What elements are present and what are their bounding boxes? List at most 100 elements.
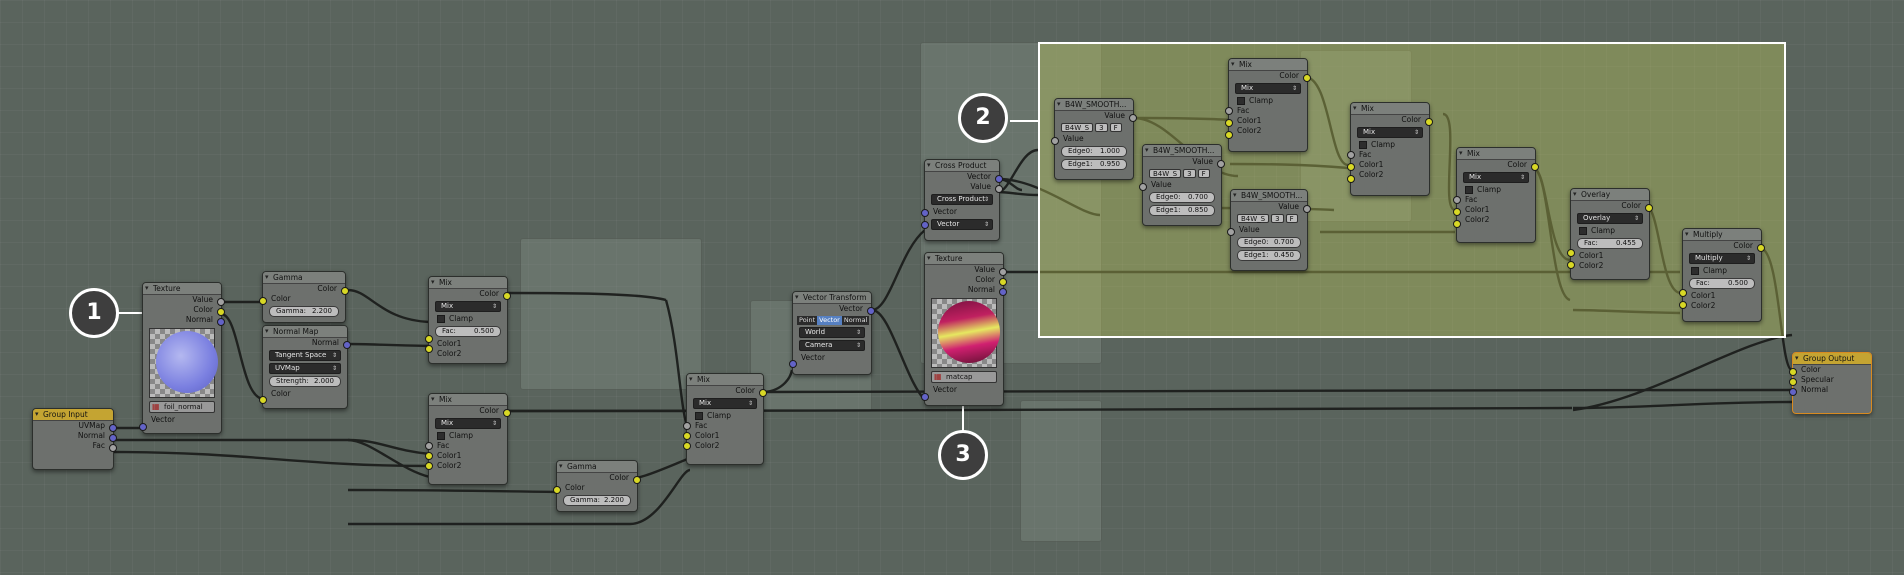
- socket[interactable]: [109, 444, 117, 452]
- blend-mode-select[interactable]: Mix: [435, 418, 501, 429]
- socket[interactable]: [341, 287, 349, 295]
- convert-to-select[interactable]: Camera: [799, 340, 865, 351]
- vector-input-select[interactable]: Vector: [931, 219, 993, 230]
- edge1-field[interactable]: Edge1:0.850: [1149, 205, 1215, 216]
- clamp-checkbox[interactable]: Clamp: [429, 314, 507, 324]
- socket[interactable]: [1789, 368, 1797, 376]
- fac-field[interactable]: Fac:0.455: [1577, 238, 1643, 249]
- socket[interactable]: [1347, 163, 1355, 171]
- overlay-node[interactable]: Overlay Color Overlay Clamp Fac:0.455 Co…: [1567, 188, 1653, 280]
- gamma-field[interactable]: Gamma:2.200: [269, 306, 339, 317]
- socket[interactable]: [633, 476, 641, 484]
- smoothstep-node-3[interactable]: B4W_SMOOTH... Value B4W_S3F Value Edge0:…: [1227, 189, 1311, 271]
- cross-product-node[interactable]: Cross Product Vector Value Cross Product…: [921, 159, 1003, 241]
- edge1-field[interactable]: Edge1:0.950: [1061, 159, 1127, 170]
- socket[interactable]: [1225, 107, 1233, 115]
- socket[interactable]: [789, 360, 797, 368]
- uvmap-select[interactable]: UVMap: [269, 363, 341, 374]
- socket[interactable]: [867, 307, 875, 315]
- socket[interactable]: [995, 175, 1003, 183]
- smoothstep-node-1[interactable]: B4W_SMOOTH... Value B4W_S3F Value Edge0:…: [1051, 98, 1137, 180]
- socket[interactable]: [921, 221, 929, 229]
- blend-mode-select[interactable]: Overlay: [1577, 213, 1643, 224]
- image-selector[interactable]: matcap: [931, 371, 997, 383]
- socket[interactable]: [425, 462, 433, 470]
- socket[interactable]: [1139, 183, 1147, 191]
- socket[interactable]: [503, 409, 511, 417]
- mix-node-3[interactable]: Mix Color Mix Clamp Fac Color1 Color2: [683, 373, 767, 465]
- clamp-checkbox[interactable]: Clamp: [429, 431, 507, 441]
- socket[interactable]: [999, 278, 1007, 286]
- socket[interactable]: [1679, 289, 1687, 297]
- operation-select[interactable]: Cross Product: [931, 194, 993, 205]
- socket[interactable]: [425, 345, 433, 353]
- mix-node-6[interactable]: Mix Color Mix Clamp Fac Color1 Color2: [1453, 147, 1539, 243]
- gamma-node-1[interactable]: Gamma Color Color Gamma:2.200: [259, 271, 349, 323]
- socket[interactable]: [217, 298, 225, 306]
- mix-node-2[interactable]: Mix Color Mix Clamp Fac Color1 Color2: [425, 393, 511, 485]
- clamp-checkbox[interactable]: Clamp: [1683, 266, 1761, 276]
- smoothstep-node-2[interactable]: B4W_SMOOTH... Value B4W_S3F Value Edge0:…: [1139, 144, 1225, 226]
- socket[interactable]: [1303, 74, 1311, 82]
- socket[interactable]: [1453, 196, 1461, 204]
- mix-node-4[interactable]: Mix Color Mix Clamp Fac Color1 Color2: [1225, 58, 1311, 152]
- socket[interactable]: [259, 297, 267, 305]
- blend-mode-select[interactable]: Mix: [1463, 172, 1529, 183]
- socket[interactable]: [1217, 160, 1225, 168]
- socket[interactable]: [1567, 261, 1575, 269]
- space-select[interactable]: Tangent Space: [269, 350, 341, 361]
- group-input-node[interactable]: Group Input UVMap Normal Fac: [32, 408, 117, 470]
- group-output-node[interactable]: Group Output Color Specular Normal: [1789, 352, 1872, 414]
- socket[interactable]: [1129, 114, 1137, 122]
- socket[interactable]: [1347, 175, 1355, 183]
- image-selector[interactable]: foil_normal: [149, 401, 215, 413]
- socket[interactable]: [1679, 301, 1687, 309]
- gamma-node-2[interactable]: Gamma Color Color Gamma:2.200: [553, 460, 641, 512]
- socket[interactable]: [999, 288, 1007, 296]
- blend-mode-select[interactable]: Mix: [693, 398, 757, 409]
- mix-node-5[interactable]: Mix Color Mix Clamp Fac Color1 Color2: [1347, 102, 1433, 196]
- socket[interactable]: [259, 396, 267, 404]
- edge0-field[interactable]: Edge0:0.700: [1237, 237, 1301, 248]
- multiply-node[interactable]: Multiply Color Multiply Clamp Fac:0.500 …: [1679, 228, 1765, 322]
- socket[interactable]: [683, 442, 691, 450]
- socket[interactable]: [1757, 244, 1765, 252]
- socket[interactable]: [683, 432, 691, 440]
- blend-mode-select[interactable]: Multiply: [1689, 253, 1755, 264]
- socket[interactable]: [503, 292, 511, 300]
- fac-field[interactable]: Fac:0.500: [435, 326, 501, 337]
- convert-from-select[interactable]: World: [799, 327, 865, 338]
- socket[interactable]: [425, 335, 433, 343]
- socket[interactable]: [1227, 228, 1235, 236]
- vector-transform-node[interactable]: Vector Transform Vector Point Vector Nor…: [789, 291, 875, 375]
- clamp-checkbox[interactable]: Clamp: [1229, 96, 1307, 106]
- texture-node-2[interactable]: Texture Value Color Normal matcap Vector: [921, 252, 1007, 406]
- strength-field[interactable]: Strength:2.000: [269, 376, 341, 387]
- blend-mode-select[interactable]: Mix: [1235, 83, 1301, 94]
- type-toggle[interactable]: Point Vector Normal: [797, 316, 870, 325]
- socket[interactable]: [1645, 204, 1653, 212]
- socket[interactable]: [1453, 208, 1461, 216]
- socket[interactable]: [1453, 220, 1461, 228]
- socket[interactable]: [553, 486, 561, 494]
- socket[interactable]: [1225, 119, 1233, 127]
- socket[interactable]: [109, 434, 117, 442]
- socket[interactable]: [759, 389, 767, 397]
- socket[interactable]: [921, 209, 929, 217]
- socket[interactable]: [139, 423, 147, 431]
- texture-node-1[interactable]: Texture Value Color Normal foil_normal V…: [139, 282, 225, 434]
- edge1-field[interactable]: Edge1:0.450: [1237, 250, 1301, 261]
- socket[interactable]: [1425, 118, 1433, 126]
- socket[interactable]: [343, 341, 351, 349]
- clamp-checkbox[interactable]: Clamp: [687, 411, 763, 421]
- clamp-checkbox[interactable]: Clamp: [1351, 140, 1429, 150]
- edge0-field[interactable]: Edge0:0.700: [1149, 192, 1215, 203]
- fac-field[interactable]: Fac:0.500: [1689, 278, 1755, 289]
- clamp-checkbox[interactable]: Clamp: [1571, 226, 1649, 236]
- clamp-checkbox[interactable]: Clamp: [1457, 185, 1535, 195]
- socket[interactable]: [999, 268, 1007, 276]
- socket[interactable]: [1789, 378, 1797, 386]
- socket[interactable]: [1531, 163, 1539, 171]
